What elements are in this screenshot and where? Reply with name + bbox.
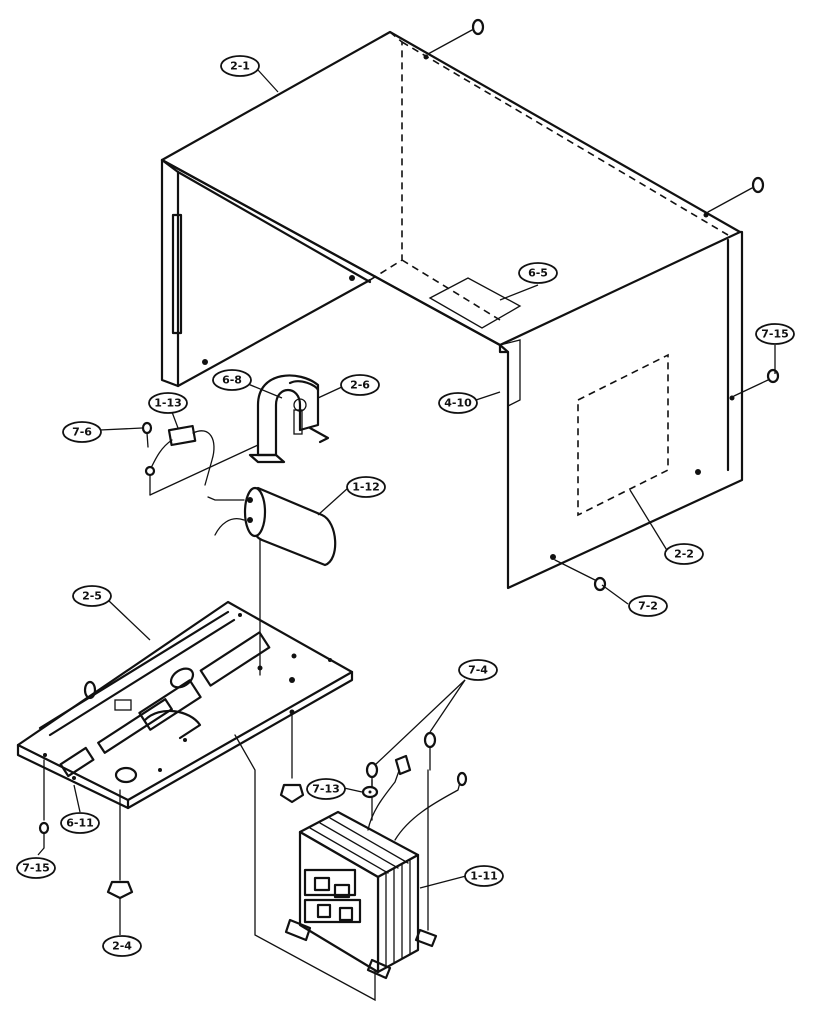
base-plate	[16, 600, 354, 810]
callout-label: 2-6	[350, 379, 370, 392]
callout-2-5: 2-5	[72, 585, 112, 607]
callout-label: 2-5	[82, 590, 102, 603]
callout-labels: 2-1 6-5 7-15 6-8 2-6 4-10 1-13 7-6 1-12 …	[16, 55, 795, 957]
callout-label: 6-8	[222, 374, 242, 387]
screw-bottom-icon	[554, 559, 607, 592]
leader-lines	[37, 69, 776, 935]
washer-7-13-icon	[361, 785, 379, 799]
callout-label: 2-1	[230, 60, 250, 73]
screw-top-icon	[427, 18, 485, 55]
callout-label: 4-10	[444, 397, 472, 410]
high-voltage-transformer	[284, 754, 468, 980]
screw-7-4a-icon	[365, 761, 379, 791]
outer-cabinet	[160, 30, 744, 590]
diode-assembly	[141, 421, 259, 496]
callout-label: 7-15	[22, 862, 50, 875]
capacitor	[207, 486, 337, 567]
cabinet-screws	[427, 18, 780, 592]
callout-6-5: 6-5	[518, 262, 558, 284]
callout-label: 1-11	[470, 870, 498, 883]
callout-1-12: 1-12	[346, 476, 386, 498]
callout-2-6: 2-6	[340, 374, 380, 396]
callout-1-11: 1-11	[464, 865, 504, 887]
callout-4-10: 4-10	[438, 392, 478, 414]
callout-label: 7-4	[468, 664, 488, 677]
callout-label: 7-2	[638, 600, 658, 613]
screw-7-6-icon	[141, 421, 153, 448]
callout-label: 2-2	[674, 548, 694, 561]
callout-2-4: 2-4	[102, 935, 142, 957]
screw-7-15-icon	[38, 821, 50, 849]
callout-label: 6-5	[528, 267, 548, 280]
callout-7-15: 7-15	[755, 323, 795, 345]
callout-6-8: 6-8	[212, 369, 252, 391]
foot-icon	[279, 783, 305, 804]
callout-label: 6-11	[66, 817, 94, 830]
callout-label: 1-12	[352, 481, 380, 494]
callout-7-2: 7-2	[628, 595, 668, 617]
callout-label: 1-13	[154, 397, 182, 410]
foot-2-4-icon	[106, 880, 134, 900]
screw-7-4b-icon	[423, 731, 437, 771]
callout-1-13: 1-13	[148, 392, 188, 414]
screw-side-icon	[733, 368, 780, 397]
callout-7-15-lower: 7-15	[16, 857, 56, 879]
callout-2-2: 2-2	[664, 543, 704, 565]
callout-7-13: 7-13	[306, 778, 346, 800]
callout-label: 7-13	[312, 783, 340, 796]
callout-label: 2-4	[112, 940, 132, 953]
callout-7-4: 7-4	[458, 659, 498, 681]
callout-2-1: 2-1	[220, 55, 260, 77]
transformer-screws	[361, 731, 437, 799]
capacitor-bracket	[248, 374, 330, 464]
callout-6-11: 6-11	[60, 812, 100, 834]
callout-7-6: 7-6	[62, 421, 102, 443]
base-fasteners	[38, 783, 305, 900]
callout-label: 7-15	[761, 328, 789, 341]
callout-label: 7-6	[72, 426, 92, 439]
screw-right-icon	[707, 176, 765, 213]
